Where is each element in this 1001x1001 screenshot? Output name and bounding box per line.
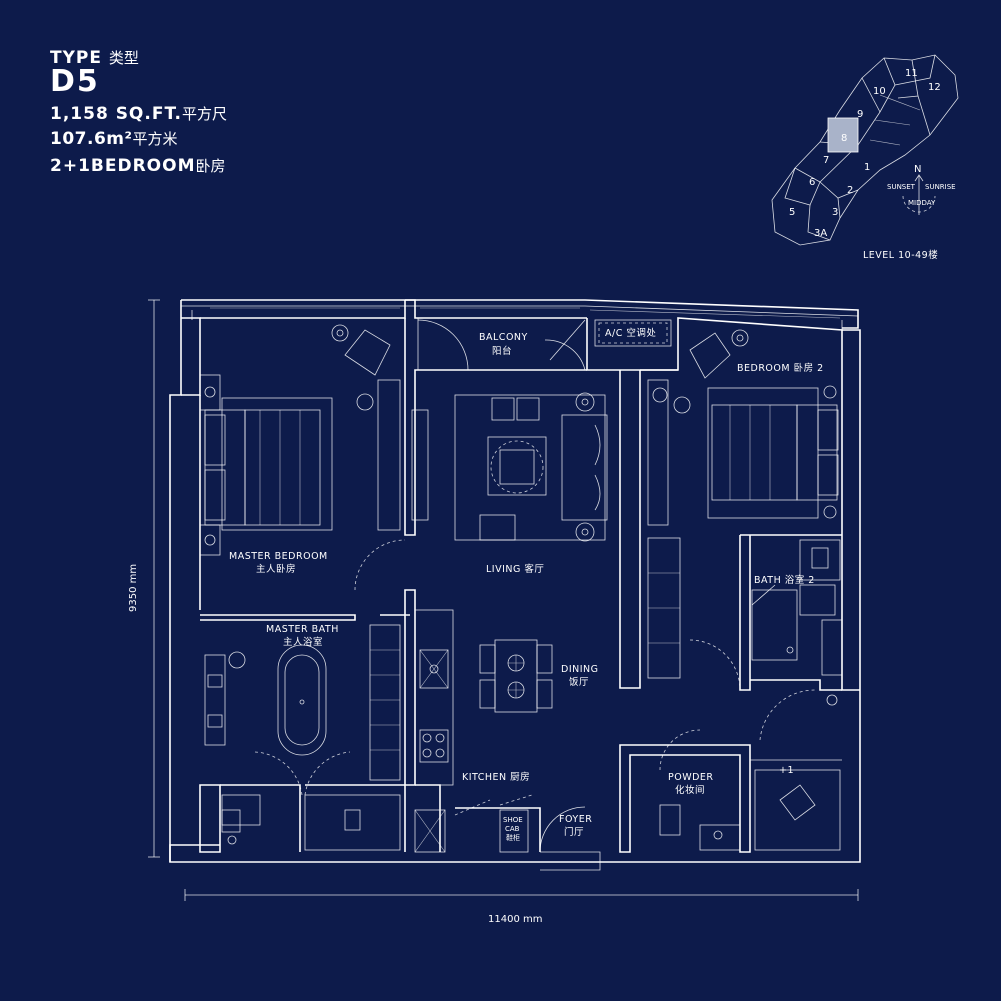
windows [210, 307, 841, 319]
master-bedroom-label-cn: 主人卧房 [256, 563, 296, 575]
powder-fixtures [659, 729, 741, 851]
key-plan-unit-7: 7 [823, 155, 829, 166]
width-dimension [184, 889, 859, 901]
master-bath-label-cn: 主人浴室 [283, 636, 323, 648]
balcony-label: BALCONY [479, 332, 528, 343]
compass-midday: MIDDAY [908, 199, 936, 207]
key-plan-unit-1: 1 [864, 162, 870, 173]
key-plan-unit-9: 9 [857, 109, 863, 120]
bath2-fixtures [751, 539, 843, 741]
kitchen-label: KITCHEN 厨房 [462, 771, 530, 783]
plus-one-furniture [750, 759, 842, 851]
powder-label: POWDER [668, 772, 714, 783]
dining-table [479, 639, 553, 713]
key-plan-unit-10: 10 [873, 86, 886, 97]
foyer-label: FOYER [559, 814, 592, 825]
key-plan-unit-8: 8 [841, 133, 847, 144]
shoe-cabinet [414, 794, 533, 853]
ac-label: A/C 空调处 [605, 327, 656, 339]
compass-north: N [914, 164, 921, 175]
shoe-cab-label-cn: 鞋柜 [506, 833, 520, 842]
height-dimension [148, 299, 160, 858]
width-dimension-label: 11400 mm [488, 914, 542, 925]
master-bedroom-label: MASTER BEDROOM [229, 551, 328, 562]
compass: N SUNSET SUNRISE MIDDAY [887, 164, 956, 215]
key-plan-outline [771, 54, 959, 246]
level-label: LEVEL 10-49楼 [863, 249, 938, 261]
bedroom2-armchair [652, 329, 749, 414]
key-plan-unit-11: 11 [905, 68, 918, 79]
balcony-door [417, 318, 672, 371]
compass-sunset: SUNSET [887, 183, 916, 191]
area-sqm: 107.6m²平方米 [50, 129, 178, 149]
key-plan-unit-2: 2 [847, 185, 853, 196]
key-plan-unit-5: 5 [789, 207, 795, 218]
compass-sunrise: SUNRISE [925, 183, 956, 191]
shoe-cab-label-2: CAB [505, 825, 520, 833]
master-wardrobe [377, 379, 429, 531]
key-plan-highlight [827, 117, 859, 153]
key-plan-unit-3: 3 [832, 207, 838, 218]
dining-label-cn: 饭厅 [569, 676, 589, 688]
master-armchair [331, 324, 391, 411]
balcony-label-cn: 阳台 [492, 345, 512, 357]
master-bath-fixtures [204, 624, 401, 851]
master-bath-label: MASTER BATH [266, 624, 339, 635]
key-plan-unit-3a: 3A [814, 228, 827, 239]
dining-label: DINING [561, 664, 599, 675]
key-plan-unit-12: 12 [928, 82, 941, 93]
shoe-cab-label-1: SHOE [503, 816, 523, 824]
unit-code: D5 [50, 64, 100, 99]
area-sqft: 1,158 SQ.FT.平方尺 [50, 104, 227, 124]
height-dimension-label: 9350 mm [128, 564, 139, 612]
master-bedroom-door [354, 539, 406, 591]
bedroom2-bed [707, 385, 839, 519]
plus-one-label: +1 [779, 765, 794, 776]
living-furniture [454, 392, 608, 542]
bedroom2-label: BEDROOM 卧房 2 [737, 362, 824, 374]
foyer-label-cn: 门厅 [564, 826, 584, 838]
kitchen-counter [414, 609, 454, 786]
bedroom2-wardrobe [647, 379, 681, 679]
living-label: LIVING 客厅 [486, 563, 544, 575]
key-plan-unit-6: 6 [809, 177, 815, 188]
bedroom-count: 2+1BEDROOM卧房 [50, 156, 226, 176]
type-label: TYPE 类型 [50, 48, 139, 68]
bath2-label: BATH 浴室 2 [754, 574, 815, 586]
master-bed [199, 374, 333, 556]
bedroom2-door [689, 639, 741, 691]
powder-label-cn: 化妆间 [675, 784, 705, 796]
foyer-entry-door [539, 806, 586, 853]
